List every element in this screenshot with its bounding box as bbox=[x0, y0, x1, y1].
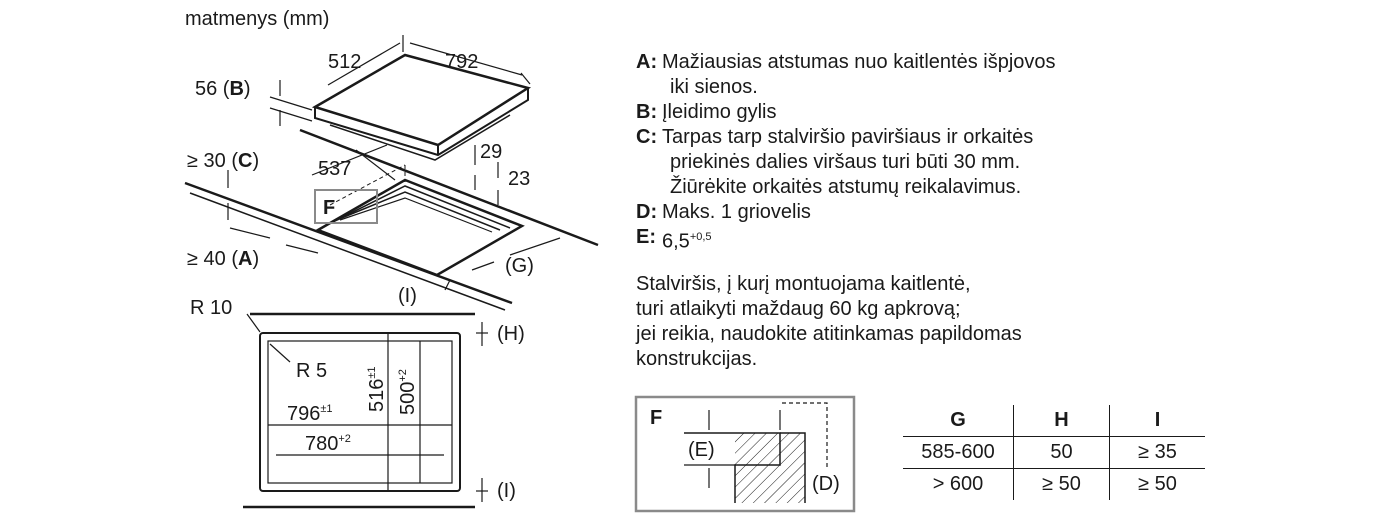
dim-796: 796±1 bbox=[287, 403, 333, 425]
label-i-bottom: (I) bbox=[497, 480, 516, 502]
dim-512: 512 bbox=[328, 51, 361, 73]
cell: 50 bbox=[1013, 436, 1110, 469]
dim-56-b: 56 (B) bbox=[195, 78, 251, 100]
dim-780: 780+2 bbox=[305, 433, 351, 455]
legend-item-d: D: Maks. 1 griovelis bbox=[636, 201, 811, 223]
label-f: F bbox=[323, 197, 335, 219]
table-row: 585-600 50 ≥ 35 bbox=[903, 436, 1205, 469]
header-i: I bbox=[1109, 405, 1205, 437]
dimension-lines-iso bbox=[227, 35, 561, 291]
cutout-top-view bbox=[243, 312, 488, 509]
legend-text-cont: iki sienos. bbox=[670, 76, 758, 98]
label-r10: R 10 bbox=[190, 297, 232, 319]
cell: > 600 bbox=[932, 473, 984, 495]
label-h: (H) bbox=[497, 323, 525, 345]
legend-text: Mažiausias atstumas nuo kaitlentės išpjo… bbox=[662, 51, 1056, 73]
dimensions-title: matmenys (mm) bbox=[185, 8, 329, 30]
note-line: Stalviršis, į kurį montuojama kaitlentė, bbox=[636, 273, 971, 295]
detail-label-f: F bbox=[650, 407, 662, 429]
detail-f-drawing bbox=[634, 395, 856, 513]
legend-item-e: E: 6,5+0,5 bbox=[636, 226, 712, 253]
dim-516: 516±1 bbox=[366, 366, 388, 412]
legend-text: Įleidimo gylis bbox=[662, 101, 777, 123]
clearance-table: G H I 585-600 50 ≥ 35 > 600 ≥ 50 ≥ 50 bbox=[903, 405, 1205, 500]
detail-label-d: (D) bbox=[812, 473, 840, 495]
cell: ≥ 50 bbox=[1109, 468, 1205, 500]
load-note: Stalviršis, į kurį montuojama kaitlentė,… bbox=[636, 272, 1022, 372]
table-row: > 600 ≥ 50 ≥ 50 bbox=[903, 468, 1205, 500]
detail-label-e: (E) bbox=[688, 439, 715, 461]
note-line: konstrukcijas. bbox=[636, 348, 758, 370]
label-g: (G) bbox=[505, 255, 534, 277]
dim-500: 500+2 bbox=[397, 369, 419, 415]
legend-item-b: B: Įleidimo gylis bbox=[636, 101, 777, 123]
note-line: turi atlaikyti maždaug 60 kg apkrovą; bbox=[636, 298, 961, 320]
label-r5: R 5 bbox=[296, 360, 327, 382]
legend: A: Mažiausias atstumas nuo kaitlentės iš… bbox=[636, 50, 1056, 255]
header-g: G bbox=[903, 405, 1014, 437]
note-line: jei reikia, naudokite atitinkamas papild… bbox=[636, 323, 1022, 345]
dim-29: 29 bbox=[480, 141, 502, 163]
header-h: H bbox=[1013, 405, 1110, 437]
dim-23: 23 bbox=[508, 168, 530, 190]
legend-text: Tarpas tarp stalviršio paviršiaus ir ork… bbox=[662, 126, 1034, 148]
detail-f-marker bbox=[314, 189, 378, 224]
legend-item-c: C: Tarpas tarp stalviršio paviršiaus ir … bbox=[636, 126, 1034, 148]
label-i-iso: (I) bbox=[398, 285, 417, 307]
cell: ≥ 35 bbox=[1109, 436, 1205, 469]
dim-30-c: ≥ 30 (C) bbox=[187, 150, 259, 172]
dim-40-a: ≥ 40 (A) bbox=[187, 248, 259, 270]
dim-792: 792 bbox=[445, 51, 478, 73]
cell: ≥ 50 bbox=[1013, 468, 1110, 500]
legend-text: Maks. 1 griovelis bbox=[662, 201, 811, 223]
legend-item-a: A: Mažiausias atstumas nuo kaitlentės iš… bbox=[636, 51, 1056, 73]
legend-text-cont: Žiūrėkite orkaitės atstumų reikalavimus. bbox=[670, 176, 1022, 198]
cell: 585-600 bbox=[903, 436, 1014, 469]
dim-537: 537 bbox=[318, 158, 351, 180]
legend-text: 6,5+0,5 bbox=[662, 230, 712, 253]
table-header: G H I bbox=[903, 405, 1205, 437]
legend-text-cont: priekinės dalies viršaus turi būti 30 mm… bbox=[670, 151, 1021, 173]
